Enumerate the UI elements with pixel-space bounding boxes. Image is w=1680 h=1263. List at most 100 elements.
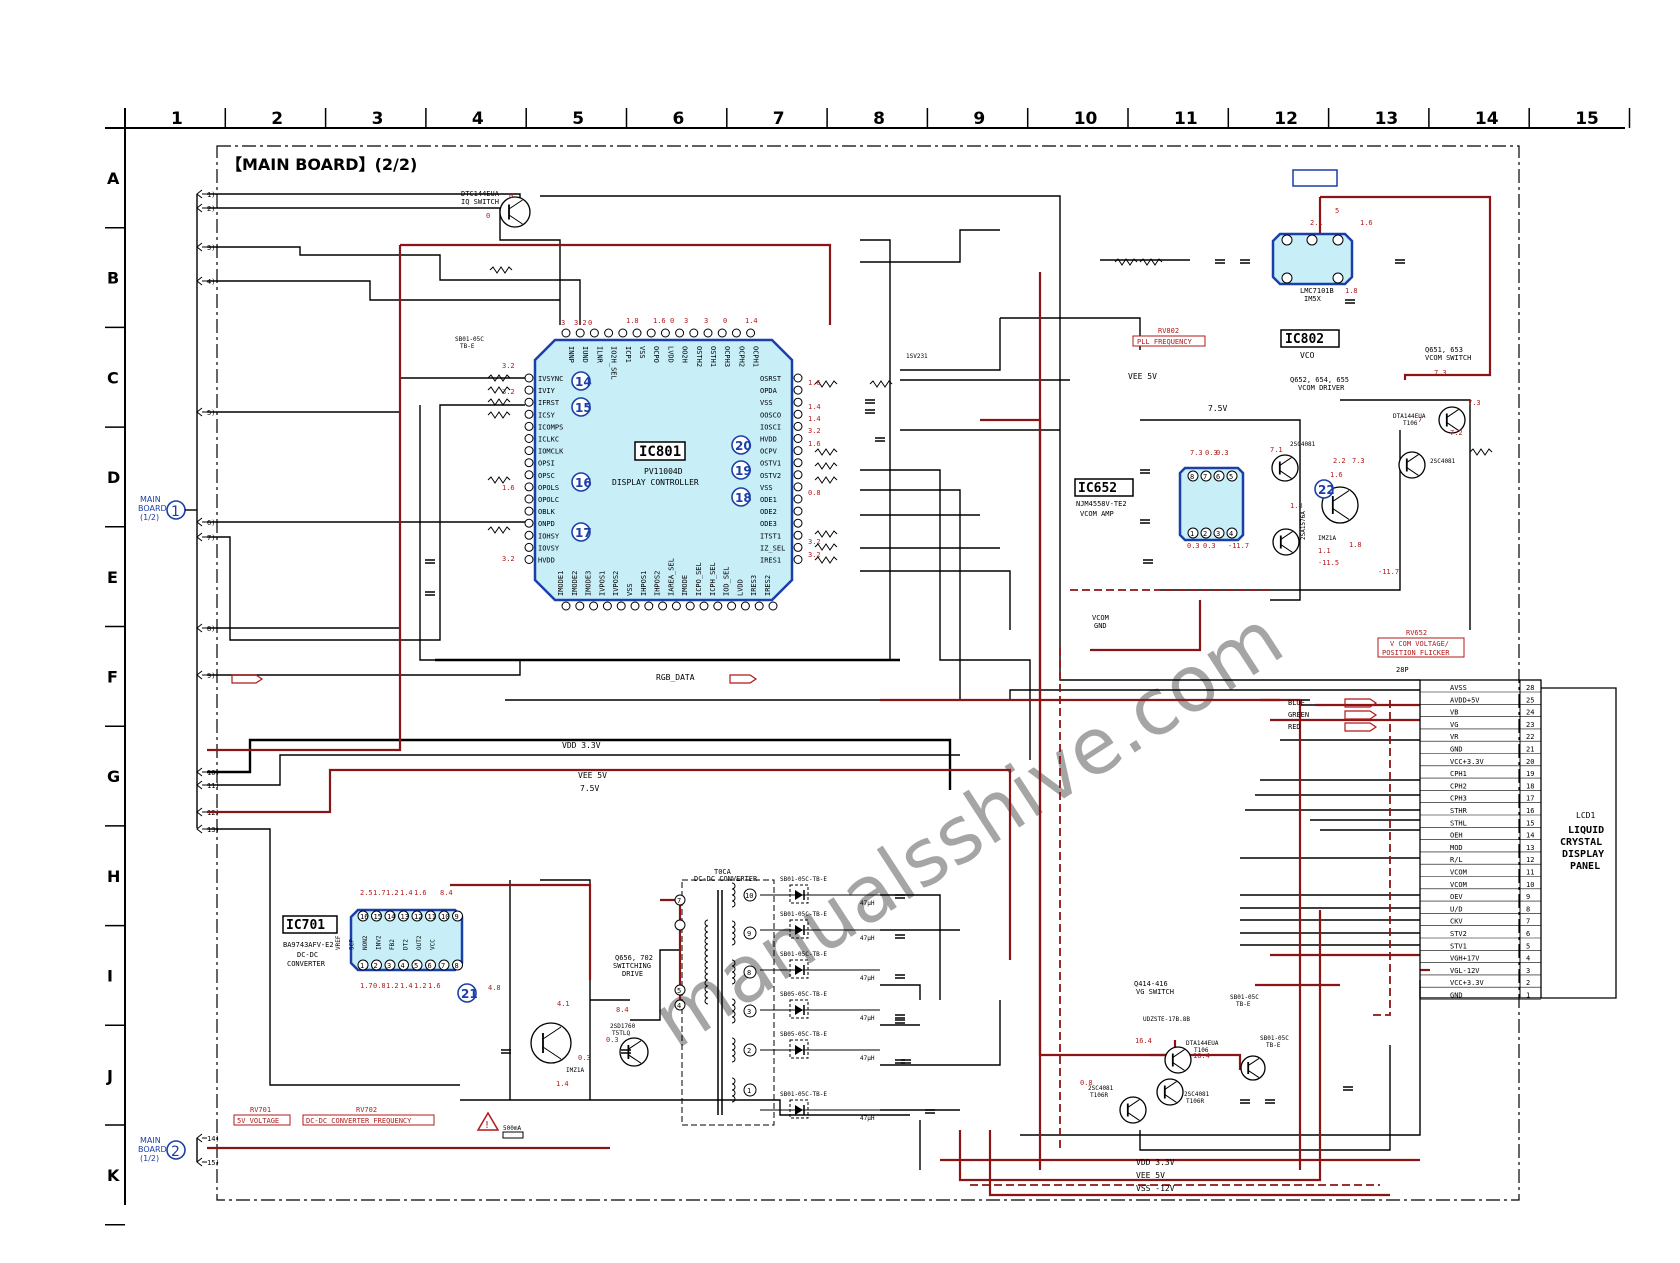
svg-text:4.8: 4.8 xyxy=(488,984,501,992)
column-label-5: 5 xyxy=(572,109,584,129)
rv701-ref: RV701 xyxy=(250,1106,271,1114)
fuse-warning: ! 500mA xyxy=(476,1111,524,1139)
svg-text:-11.7: -11.7 xyxy=(1228,542,1249,550)
ic801-pin-b-ivpos1: IVPOS1 xyxy=(598,571,606,596)
rv702-ref: RV702 xyxy=(356,1106,377,1114)
lcd-pin-number-13: 13 xyxy=(1526,844,1534,852)
svg-text:7: 7 xyxy=(441,962,445,970)
svg-text:47μH: 47μH xyxy=(860,900,875,907)
svg-text:10: 10 xyxy=(745,892,753,900)
row-label-I: I xyxy=(107,967,113,986)
ic801-pin-b-ires3: IRES3 xyxy=(750,575,758,596)
svg-text:3.2: 3.2 xyxy=(502,555,515,563)
svg-text:5: 5 xyxy=(1229,473,1233,481)
svg-text:1.6: 1.6 xyxy=(808,440,821,448)
lcd-pin-signal-19: CPH1 xyxy=(1450,770,1467,778)
ic801-pin-iovsy: IOVSY xyxy=(538,544,560,552)
ic801-pin-lvdd: LVDD xyxy=(666,346,674,363)
lcd-pin-signal-7: CKV xyxy=(1450,918,1463,926)
svg-text:2: 2 xyxy=(747,1047,751,1055)
rv702-text: DC-DC CONVERTER FREQUENCY xyxy=(306,1117,412,1125)
svg-text:16: 16 xyxy=(360,913,368,921)
ic801-pin-r-ocpv: OCPV xyxy=(760,448,778,456)
svg-text:5: 5 xyxy=(677,987,681,995)
svg-text:0.8: 0.8 xyxy=(373,982,386,990)
svg-text:5: 5 xyxy=(414,962,418,970)
ic801-pin-ocph2: OCPH2 xyxy=(737,346,745,367)
svg-text:15: 15 xyxy=(575,401,592,415)
lcd-pin-number-16: 16 xyxy=(1526,807,1534,815)
ic801-pin-b-lvdd: LVDD xyxy=(736,579,744,596)
svg-text:3: 3 xyxy=(561,319,565,327)
svg-text:0.3: 0.3 xyxy=(606,1036,619,1044)
svg-text:47μH: 47μH xyxy=(860,975,875,982)
left-pin-2: 2) xyxy=(207,205,215,213)
ic801-pin-r-ode1: ODE1 xyxy=(760,496,777,504)
ic701-pin-dt2: DT2 xyxy=(403,939,410,950)
svg-text:5: 5 xyxy=(1335,207,1339,215)
svg-text:1.8: 1.8 xyxy=(1349,541,1362,549)
ic801-pin-iohsy: IOHSY xyxy=(538,532,560,540)
ic801: IC801 PV11004D DISPLAY CONTROLLER IVSYNC… xyxy=(524,328,803,611)
rail-75v-label: 7.5V xyxy=(580,784,599,793)
svg-text:8: 8 xyxy=(1190,473,1194,481)
q-2sc4081-label-2: 2SC4081 xyxy=(1290,441,1316,448)
ic801-pin-opsi: OPSI xyxy=(538,460,555,468)
svg-text:-11.7: -11.7 xyxy=(1378,568,1399,576)
lcd-pin-number-2: 2 xyxy=(1526,979,1530,987)
svg-text:8: 8 xyxy=(455,962,459,970)
lcd-pin-signal-17: CPH3 xyxy=(1450,795,1467,803)
svg-text:1.6: 1.6 xyxy=(502,484,515,492)
varactor-label: 1SV231 xyxy=(906,353,928,360)
lcd-connector-size: 28P xyxy=(1396,666,1409,674)
svg-text:SB05-05C-TB-E: SB05-05C-TB-E xyxy=(780,1031,827,1038)
left-pin-13: 13) xyxy=(207,826,220,834)
svg-text:1.4: 1.4 xyxy=(808,403,821,411)
svg-text:SB05-05C-TB-E: SB05-05C-TB-E xyxy=(780,991,827,998)
rail-vee5v-label-2: VEE 5V xyxy=(1128,372,1157,381)
ic801-pin-b-icpo_sel: ICPO_SEL xyxy=(695,562,703,596)
svg-text:14: 14 xyxy=(387,913,395,921)
svg-text:3: 3 xyxy=(684,317,688,325)
svg-text:14: 14 xyxy=(575,375,592,389)
ic801-pin-b-imode3: IMODE3 xyxy=(585,571,593,596)
rv701-text: 5V VOLTAGE xyxy=(237,1117,279,1125)
ic701-pin-vref: VREF xyxy=(335,935,342,950)
ic801-pin-b-ihpos2: IHPOS2 xyxy=(654,571,662,596)
ic801-pin-icomps: ICOMPS xyxy=(538,423,563,431)
q-2sc4081-label: 2SC4081 xyxy=(1430,458,1456,465)
svg-text:7.3: 7.3 xyxy=(1190,449,1203,457)
lcd-pin-signal-2: VCC+3.3V xyxy=(1450,979,1485,987)
rail-vee5v-label: VEE 5V xyxy=(578,771,607,780)
left-pin-8: 8) xyxy=(207,625,215,633)
svg-text:47μH: 47μH xyxy=(860,1055,875,1062)
left-pin-1: 1) xyxy=(207,191,215,199)
row-label-B: B xyxy=(107,269,119,288)
svg-text:21: 21 xyxy=(461,987,478,1001)
svg-text:4: 4 xyxy=(1229,530,1233,538)
svg-text:1.1: 1.1 xyxy=(1318,547,1331,555)
dcdc-ref: T0CA xyxy=(714,868,732,876)
lcd-pin-number-6: 6 xyxy=(1526,930,1530,938)
lcd-pin-signal-15: STHL xyxy=(1450,819,1467,827)
marker-19 xyxy=(731,460,751,480)
ic801-pin-r-itst1: ITST1 xyxy=(760,532,781,540)
svg-text:1.6: 1.6 xyxy=(1360,219,1373,227)
q-2sa1576-label: 2SA1576A xyxy=(1300,511,1307,540)
ic801-pin-iomclk: IOMCLK xyxy=(538,448,564,456)
svg-text:1.2: 1.2 xyxy=(414,982,427,990)
dashed-rails xyxy=(970,589,1391,1186)
svg-text:2: 2 xyxy=(374,962,378,970)
ic801-pin-oblk: OBLK xyxy=(538,508,556,516)
ic801-pin-icp1: ICP1 xyxy=(624,346,632,363)
svg-text:2.1: 2.1 xyxy=(1310,219,1323,227)
column-label-9: 9 xyxy=(973,109,985,129)
marker-21 xyxy=(457,983,477,1003)
